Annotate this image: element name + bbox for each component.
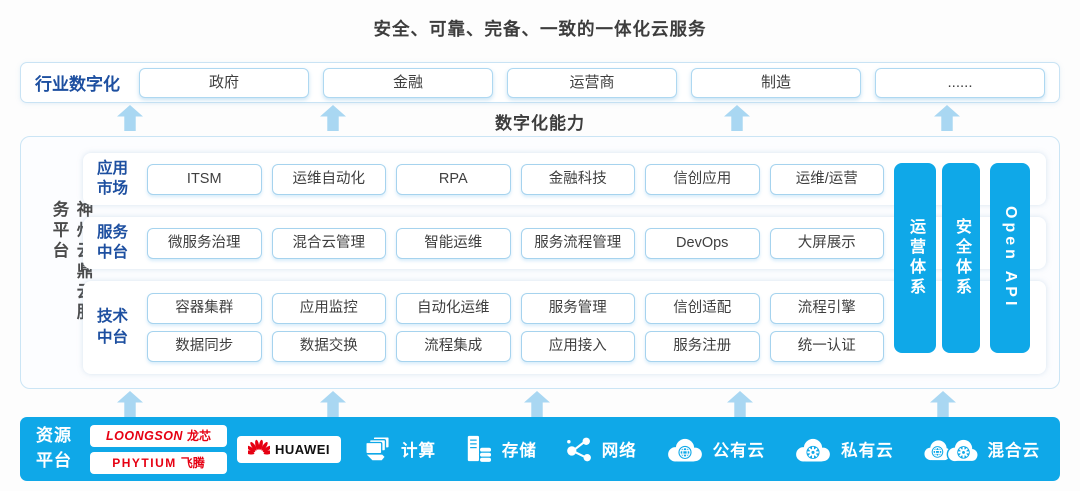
capability-item: 应用监控 (271, 293, 386, 324)
section-label: 技术中台 (97, 308, 129, 346)
capability-item: 应用接入 (520, 331, 635, 362)
industry-item: 金融 (323, 67, 493, 98)
industry-digitalization-row: 行业数字化 政府金融运营商制造...... (20, 62, 1060, 103)
capability-item: 微服务治理 (147, 227, 262, 259)
chip-vendor-logos: LOONGSON 龙芯 PHYTIUM 飞腾 (90, 424, 227, 474)
resource-label: 公有云 (712, 442, 766, 460)
up-arrow-icon (320, 391, 346, 417)
network-icon (565, 435, 594, 463)
capability-item: 运维自动化 (271, 163, 386, 195)
capability-item: 容器集群 (147, 293, 262, 324)
capability-item: RPA (396, 163, 511, 195)
resource-label: 私有云 (841, 442, 894, 460)
cloud-platform-panel: 神州云鼎云服务平台 应用市场ITSM运维自动化RPA金融科技信创应用运维/运营服… (20, 136, 1060, 389)
loongson-logo-text: LOONGSON (106, 428, 183, 443)
capability-item: 流程引擎 (769, 293, 884, 324)
resource-item: 私有云 (793, 436, 894, 463)
capability-item: 运维/运营 (769, 163, 884, 195)
phytium-logo-text: PHYTIUM (112, 455, 177, 470)
resource-items: 计算 存储 网络 公有云 私有云 混合云 (363, 435, 1040, 463)
industry-item: ...... (875, 67, 1045, 98)
section-row: 数据同步数据交换流程集成应用接入服务注册统一认证 (147, 331, 884, 362)
resource-item: 公有云 (665, 436, 766, 463)
loongson-logo-cn: 龙芯 (186, 429, 211, 443)
section-label: 应用市场 (97, 159, 129, 197)
security-system-pillar: 安全体系 (942, 163, 980, 353)
huawei-logo-text: HUAWEI (275, 441, 330, 457)
section-row: 微服务治理混合云管理智能运维服务流程管理 DevOps 大屏展示 (147, 227, 884, 259)
resource-item: 存储 (464, 435, 537, 463)
open-api-pillar: Open API (990, 163, 1030, 353)
up-arrow-icon (930, 391, 956, 417)
industry-item: 政府 (139, 67, 309, 98)
up-arrow-icon (117, 391, 143, 417)
capability-item: 服务管理 (520, 293, 635, 324)
phytium-logo: PHYTIUM 飞腾 (90, 451, 227, 474)
industry-item: 制造 (691, 67, 861, 98)
compute-icon (363, 435, 393, 463)
platform-section: 技术中台容器集群应用监控自动化运维服务管理信创适配流程引擎数据同步数据交换流程集… (83, 281, 1046, 374)
industry-row-label: 行业数字化 (35, 75, 120, 94)
platform-section: 服务中台微服务治理混合云管理智能运维服务流程管理 DevOps 大屏展示 (83, 217, 1046, 269)
section-rows: 容器集群应用监控自动化运维服务管理信创适配流程引擎数据同步数据交换流程集成应用接… (147, 293, 884, 362)
platform-section: 应用市场 ITSM 运维自动化 RPA 金融科技信创应用运维/运营 (83, 153, 1046, 205)
capability-item: ITSM (147, 163, 262, 195)
up-arrow-icon (727, 391, 753, 417)
resource-item: 计算 (363, 435, 436, 463)
page-title: 安全、可靠、完备、一致的一体化云服务 (373, 19, 707, 39)
capability-item: 数据交换 (271, 331, 386, 362)
storage-icon (464, 435, 494, 463)
capability-item: 自动化运维 (396, 293, 511, 324)
resource-label: 存储 (501, 442, 537, 460)
section-row: 容器集群应用监控自动化运维服务管理信创适配流程引擎 (147, 293, 884, 324)
resource-bar-label: 资源平台 (36, 426, 72, 470)
resource-label: 混合云 (987, 442, 1040, 460)
loongson-logo: LOONGSON 龙芯 (90, 424, 227, 447)
huawei-logo: HUAWEI (237, 435, 341, 463)
capability-item: 大屏展示 (769, 227, 884, 259)
digital-capability-label: 数字化能力 (495, 114, 585, 133)
capability-item: 服务注册 (645, 331, 760, 362)
capability-item: 统一认证 (769, 331, 884, 362)
section-row: ITSM 运维自动化 RPA 金融科技信创应用运维/运营 (147, 163, 884, 195)
capability-item: 数据同步 (147, 331, 262, 362)
resource-label: 计算 (401, 442, 436, 460)
section-rows: 微服务治理混合云管理智能运维服务流程管理 DevOps 大屏展示 (147, 227, 884, 259)
resource-platform-bar: 资源平台 LOONGSON 龙芯 PHYTIUM 飞腾 (20, 417, 1060, 481)
capability-item: 金融科技 (520, 163, 635, 195)
public-cloud-icon (665, 436, 705, 463)
capability-item: DevOps (645, 227, 760, 259)
capability-item: 服务流程管理 (520, 227, 635, 259)
capability-item: 智能运维 (396, 227, 511, 259)
capability-item: 混合云管理 (271, 227, 386, 259)
resource-label: 网络 (601, 442, 637, 460)
industry-item: 运营商 (507, 67, 677, 98)
resource-item: 网络 (565, 435, 637, 463)
up-arrow-icon (524, 391, 550, 417)
hybrid-cloud-icon (921, 436, 980, 463)
industry-items: 政府金融运营商制造...... (139, 67, 1045, 98)
huawei-flower-icon (248, 439, 270, 459)
capability-item: 信创应用 (645, 163, 760, 195)
resource-item: 混合云 (921, 436, 1040, 463)
section-rows: ITSM 运维自动化 RPA 金融科技信创应用运维/运营 (147, 163, 884, 195)
capability-item: 信创适配 (645, 293, 760, 324)
operation-system-pillar: 运营体系 (894, 163, 936, 353)
section-label: 服务中台 (97, 223, 129, 261)
phytium-logo-cn: 飞腾 (180, 456, 205, 470)
capability-item: 流程集成 (396, 331, 511, 362)
private-cloud-icon (793, 436, 833, 463)
